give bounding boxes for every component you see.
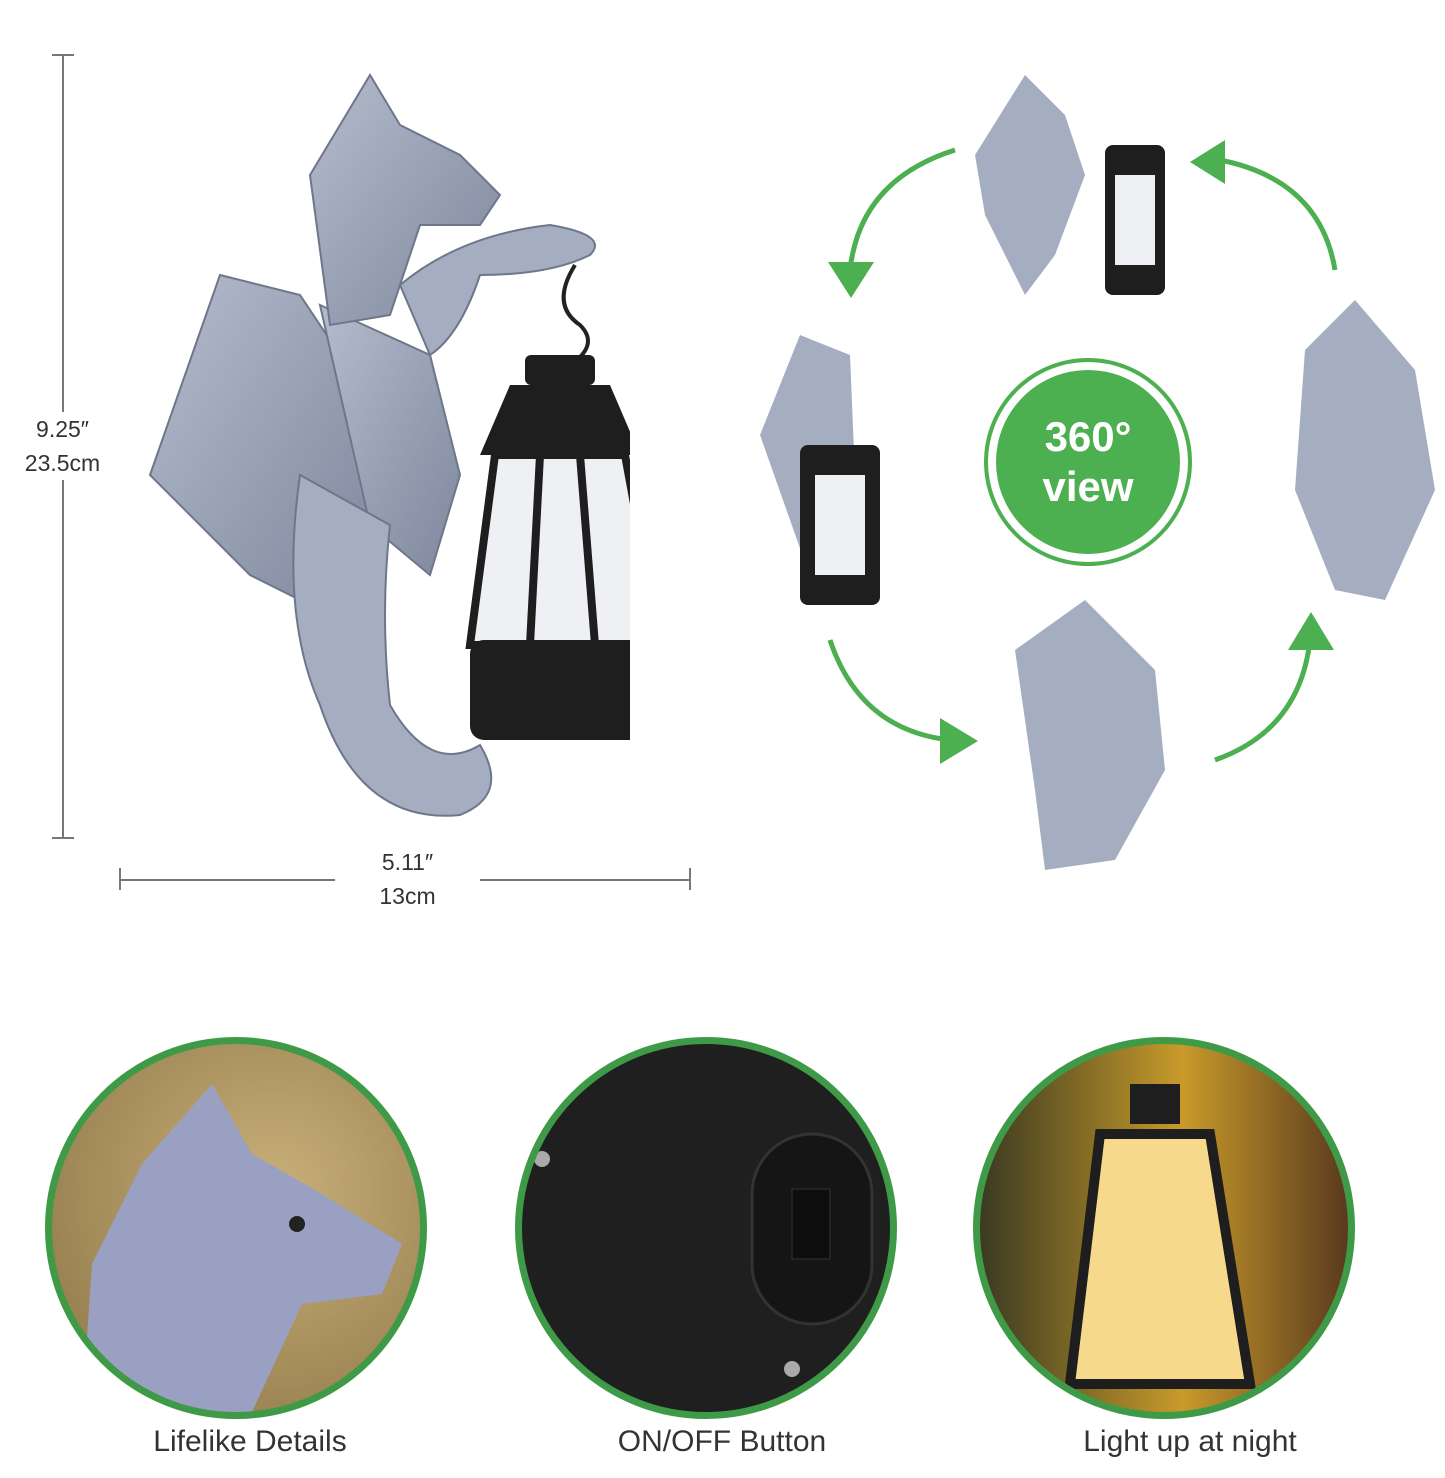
view-top [965,55,1185,305]
width-dimension-cap-left [119,868,121,890]
width-cm: 13cm [379,883,436,909]
rotation-arrows [827,140,1338,764]
view-right [1275,290,1440,610]
feature-label-night: Light up at night [1083,1425,1297,1458]
arrow-bottom-left-icon [827,639,951,743]
height-cm: 23.5cm [24,450,101,476]
main-product-image [130,55,670,835]
width-dimension-label: 5.11″ 13cm [335,845,480,913]
badge-line1: 360° [1044,413,1132,460]
width-dimension-line-left [120,879,335,881]
badge-line2: view [1042,463,1134,510]
feature-label-switch: ON/OFF Button [617,1425,827,1458]
feature-circle-night [973,1037,1355,1419]
power-switch-icon [534,1081,874,1377]
feature-label-details: Lifelike Details [153,1425,347,1458]
arrow-top-right-icon [1219,157,1338,271]
feature-circle-switch [515,1037,897,1419]
dragon-head-closeup-icon [82,1084,402,1412]
height-inches: 9.25″ [36,416,89,442]
view-left [740,315,890,615]
width-inches: 5.11″ [381,849,434,875]
height-dimension-cap-bottom [52,837,74,839]
width-dimension-line-right [480,879,690,881]
height-dimension-label: 9.25″ 23.5cm [0,412,125,480]
arrow-top-left-icon [847,147,956,271]
view-back [995,590,1180,875]
width-dimension-cap-right [689,868,691,890]
dragon-lantern-figure [148,73,670,817]
feature-circle-details [45,1037,427,1419]
height-dimension-cap-top [52,54,74,56]
360-view-badge: 360° view [984,358,1192,566]
glowing-lantern-icon [1064,1084,1256,1389]
arrow-bottom-right-icon [1214,639,1313,763]
